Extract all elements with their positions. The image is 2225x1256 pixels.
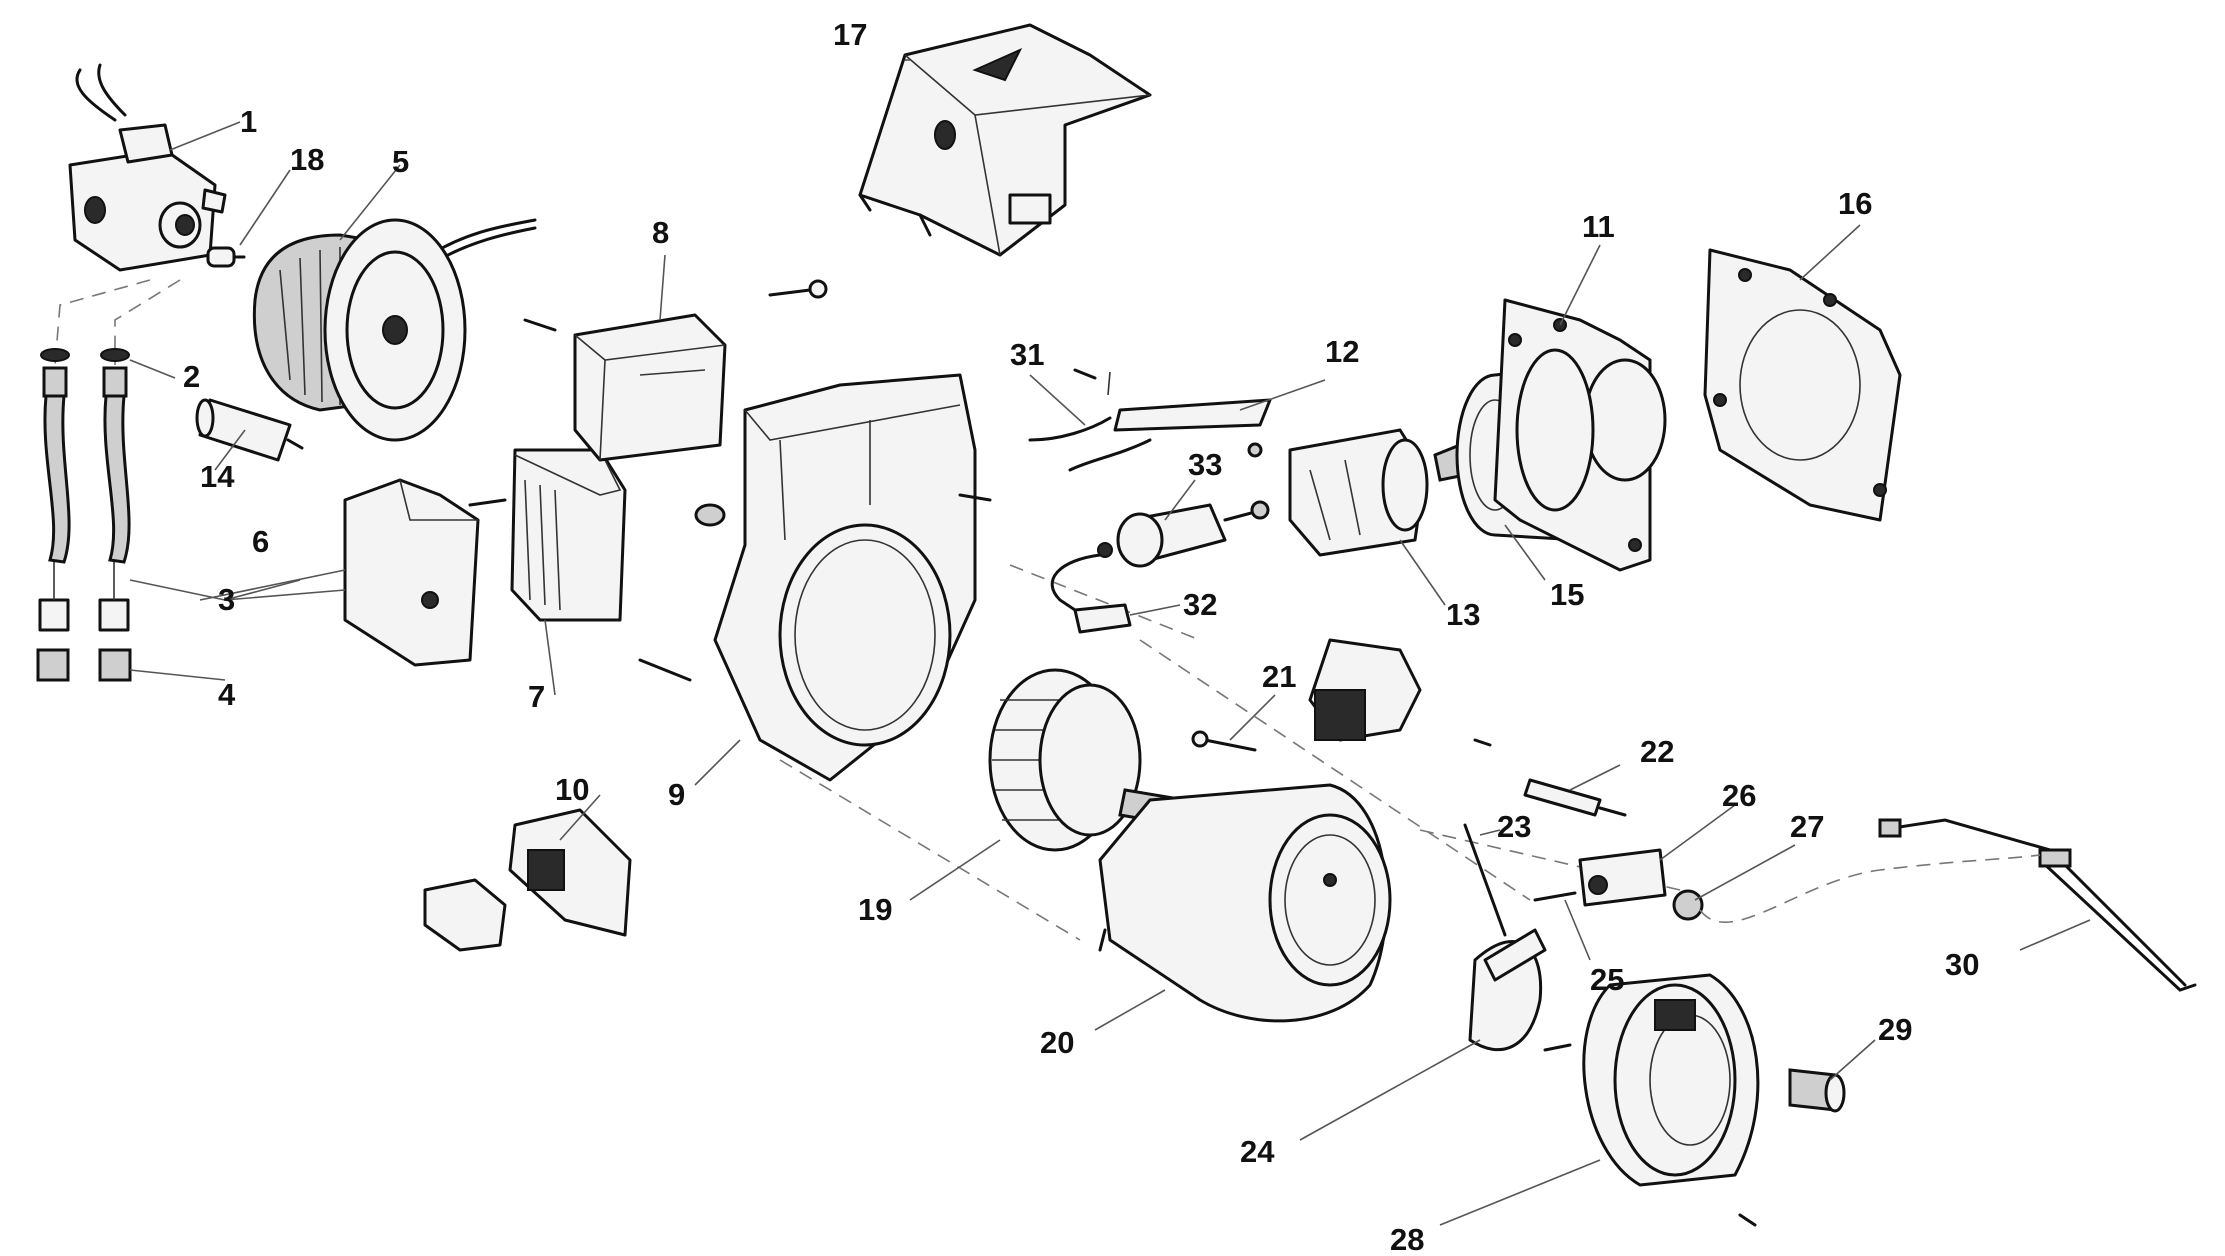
label-20: 20 bbox=[1040, 1025, 1074, 1060]
part-28-air-inlet-cover bbox=[1543, 973, 1760, 1227]
label-15: 15 bbox=[1550, 577, 1584, 612]
label-22: 22 bbox=[1640, 734, 1674, 769]
part-25-26-bracket bbox=[1533, 848, 1667, 907]
part-11-mounting-plate bbox=[1493, 298, 1667, 572]
bolt bbox=[768, 279, 828, 299]
part-16-gasket bbox=[1703, 248, 1902, 522]
part-13-nozzle-holder bbox=[1247, 428, 1429, 557]
label-11: 11 bbox=[1582, 209, 1615, 244]
part-20-fan-housing bbox=[1098, 638, 1422, 1023]
part-31-12-bracket bbox=[1028, 368, 1272, 472]
leader-lines bbox=[129, 59, 2091, 1226]
label-24: 24 bbox=[1240, 1134, 1275, 1169]
label-5: 5 bbox=[392, 144, 409, 179]
label-17: 17 bbox=[833, 17, 867, 52]
part-8-transformer bbox=[523, 313, 727, 462]
part-10-terminal-blocks bbox=[423, 808, 632, 952]
part-7-control-box bbox=[468, 448, 627, 622]
label-13: 13 bbox=[1446, 597, 1480, 632]
part-14-capacitor bbox=[195, 398, 304, 462]
label-9: 9 bbox=[668, 777, 685, 812]
label-4: 4 bbox=[218, 677, 236, 712]
part-17-top-cover bbox=[858, 23, 1152, 257]
part-21-screw bbox=[1191, 730, 1257, 752]
part-number-labels: 1 2 3 4 5 6 7 8 9 10 11 12 13 14 15 16 1… bbox=[183, 17, 1979, 1256]
label-14: 14 bbox=[200, 459, 235, 494]
label-25: 25 bbox=[1590, 962, 1624, 997]
label-2: 2 bbox=[183, 359, 200, 394]
part-30-cable bbox=[1699, 818, 2197, 992]
label-23: 23 bbox=[1497, 809, 1531, 844]
part-6-cover bbox=[343, 478, 480, 667]
part-24-air-damper bbox=[1468, 928, 1547, 1051]
label-26: 26 bbox=[1722, 778, 1756, 813]
label-1: 1 bbox=[240, 104, 257, 139]
part-22-screw bbox=[1473, 738, 1627, 817]
label-19: 19 bbox=[858, 892, 892, 927]
part-18-screw bbox=[206, 246, 246, 268]
part-2-3-4-hoses bbox=[36, 348, 132, 682]
label-3: 3 bbox=[218, 582, 235, 617]
label-33: 33 bbox=[1188, 447, 1222, 482]
label-8: 8 bbox=[652, 215, 669, 250]
label-30: 30 bbox=[1945, 947, 1979, 982]
label-6: 6 bbox=[252, 524, 269, 559]
label-29: 29 bbox=[1878, 1012, 1912, 1047]
part-32-plate bbox=[1073, 603, 1132, 634]
label-7: 7 bbox=[528, 679, 545, 714]
part-23-rod bbox=[1463, 823, 1507, 937]
part-1-oil-pump bbox=[68, 63, 227, 272]
part-29-sleeve bbox=[1788, 1068, 1846, 1113]
label-27: 27 bbox=[1790, 809, 1824, 844]
part-27-nut bbox=[1672, 889, 1704, 921]
label-28: 28 bbox=[1390, 1222, 1424, 1256]
part-33-electrode bbox=[1050, 500, 1270, 622]
part-9-housing bbox=[638, 373, 992, 782]
label-32: 32 bbox=[1183, 587, 1217, 622]
assembly-guide-lines bbox=[54, 279, 1681, 941]
label-12: 12 bbox=[1325, 334, 1359, 369]
label-18: 18 bbox=[290, 142, 324, 177]
part-5-motor bbox=[252, 218, 537, 442]
label-31: 31 bbox=[1010, 337, 1044, 372]
label-21: 21 bbox=[1262, 659, 1296, 694]
label-16: 16 bbox=[1838, 186, 1872, 221]
label-10: 10 bbox=[555, 772, 589, 807]
